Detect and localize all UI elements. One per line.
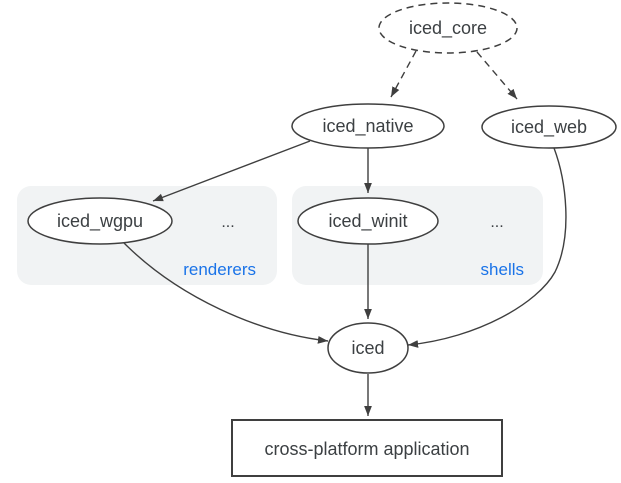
node-iced xyxy=(327,322,409,374)
iced-label: iced xyxy=(351,338,384,358)
shells-group-label: shells xyxy=(481,260,524,279)
iced-core-label: iced_core xyxy=(409,18,487,39)
node-iced-winit xyxy=(297,197,439,245)
iced-winit-label: iced_winit xyxy=(328,211,407,232)
node-shapes xyxy=(27,2,617,477)
edge-core-to-web xyxy=(476,51,518,100)
node-iced-wgpu xyxy=(27,197,173,245)
node-iced-web xyxy=(481,105,617,149)
group-labels: renderers shells xyxy=(183,260,524,279)
iced-web-label: iced_web xyxy=(511,117,587,138)
shells-ellipsis: ... xyxy=(490,214,503,231)
renderers-ellipsis: ... xyxy=(221,214,234,231)
iced-native-label: iced_native xyxy=(322,116,413,137)
renderers-group-label: renderers xyxy=(183,260,256,279)
edge-web-to-iced xyxy=(407,147,567,348)
node-iced-native xyxy=(291,103,445,149)
app-label: cross-platform application xyxy=(264,439,469,459)
edge-core-to-native xyxy=(390,50,417,98)
edge-wgpu-to-iced xyxy=(123,242,329,344)
edge-native-to-wgpu xyxy=(152,140,311,202)
node-app-rect xyxy=(231,419,503,477)
iced-wgpu-label: iced_wgpu xyxy=(57,211,143,232)
node-labels: iced_core iced_native iced_web iced_wgpu… xyxy=(57,18,587,459)
node-iced-core xyxy=(378,2,518,54)
edges xyxy=(123,50,567,416)
